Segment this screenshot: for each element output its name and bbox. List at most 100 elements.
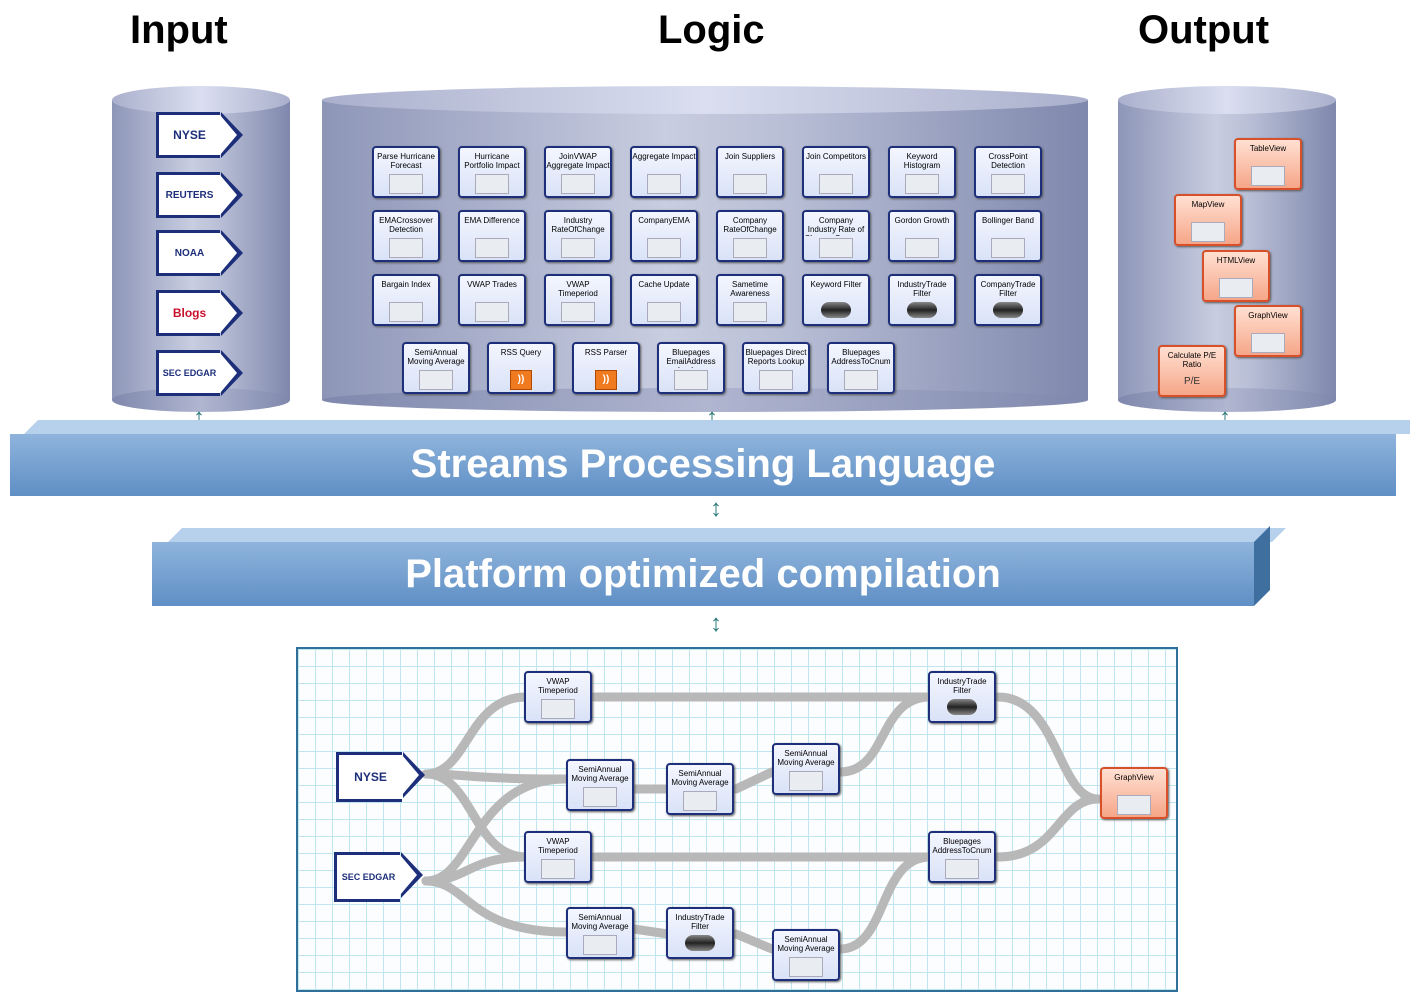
operator-label: CrossPoint Detection xyxy=(988,152,1028,170)
chart-thumbnail-icon xyxy=(389,302,423,322)
logic-operator-companyema[interactable]: CompanyEMA xyxy=(630,210,698,262)
flow-node-semiannual-ma-4[interactable]: SemiAnnual Moving Average xyxy=(566,907,634,959)
compile-band-side xyxy=(1254,526,1270,606)
chart-thumbnail-icon xyxy=(733,238,767,258)
source-sec-edgar[interactable]: SEC EDGAR xyxy=(156,350,243,396)
logic-operator-aggregate-impact[interactable]: Aggregate Impact xyxy=(630,146,698,198)
operator-label: RSS Parser xyxy=(584,348,628,357)
logic-operator-rss-query[interactable]: RSS Query)) xyxy=(487,342,555,394)
double-arrow-icon: ↕ xyxy=(710,495,722,522)
chart-thumbnail-icon xyxy=(789,957,823,977)
operator-label: Cache Update xyxy=(638,280,690,289)
flow-node-industrytrade-filter-2[interactable]: IndustryTrade Filter xyxy=(666,907,734,959)
logic-operator-keyword-histogram[interactable]: Keyword Histogram xyxy=(888,146,956,198)
chart-thumbnail-icon xyxy=(475,302,509,322)
map-thumbnail-icon xyxy=(1191,222,1225,242)
flow-node-semiannual-ma-1[interactable]: SemiAnnual Moving Average xyxy=(566,759,634,811)
operator-label: Sametime Awareness xyxy=(730,280,770,298)
table-thumbnail-icon xyxy=(1251,166,1285,186)
operator-label: Aggregate Impact xyxy=(632,152,696,161)
operator-label: Bluepages Direct Reports Lookup xyxy=(745,348,807,366)
logic-operator-vwap-trades[interactable]: VWAP Trades xyxy=(458,274,526,326)
chart-thumbnail-icon xyxy=(1251,333,1285,353)
logic-operator-join-suppliers[interactable]: Join Suppliers xyxy=(716,146,784,198)
logic-operator-gordon-growth[interactable]: Gordon Growth xyxy=(888,210,956,262)
chart-thumbnail-icon xyxy=(733,302,767,322)
flow-node-graphview[interactable]: GraphView xyxy=(1100,767,1168,819)
chart-thumbnail-icon xyxy=(647,238,681,258)
chart-thumbnail-icon xyxy=(789,771,823,791)
chart-thumbnail-icon xyxy=(844,370,878,390)
flow-node-semiannual-ma-5[interactable]: SemiAnnual Moving Average xyxy=(772,929,840,981)
filter-icon xyxy=(685,935,715,951)
flow-node-vwap-timeperiod-2[interactable]: VWAP Timeperiod xyxy=(524,831,592,883)
source-reuters[interactable]: REUTERS xyxy=(156,172,243,218)
chart-thumbnail-icon xyxy=(819,174,853,194)
flow-node-industrytrade-filter-1[interactable]: IndustryTrade Filter xyxy=(928,671,996,723)
logic-operator-bluepages-direct-reports-lookup[interactable]: Bluepages Direct Reports Lookup xyxy=(742,342,810,394)
formula-icon: P/E xyxy=(1183,376,1201,387)
chart-thumbnail-icon xyxy=(389,174,423,194)
logic-operator-sametime-awareness[interactable]: Sametime Awareness xyxy=(716,274,784,326)
flow-graph-panel: NYSE SEC EDGAR VWAP Timeperiod IndustryT… xyxy=(296,647,1178,992)
logic-operator-vwap-timeperiod[interactable]: VWAP Timeperiod xyxy=(544,274,612,326)
flow-node-semiannual-ma-3[interactable]: SemiAnnual Moving Average xyxy=(772,743,840,795)
output-htmlview[interactable]: HTMLView xyxy=(1202,250,1270,302)
logic-operator-ema-difference[interactable]: EMA Difference xyxy=(458,210,526,262)
chart-thumbnail-icon xyxy=(759,370,793,390)
chart-thumbnail-icon xyxy=(475,174,509,194)
logic-operator-companytrade-filter[interactable]: CompanyTrade Filter xyxy=(974,274,1042,326)
chart-thumbnail-icon xyxy=(561,238,595,258)
output-graphview[interactable]: GraphView xyxy=(1234,305,1302,357)
input-title: Input xyxy=(130,8,228,52)
logic-operator-hurricane-portfolio-impact[interactable]: Hurricane Portfolio Impact xyxy=(458,146,526,198)
chart-thumbnail-icon xyxy=(674,370,708,390)
operator-label: RSS Query xyxy=(500,348,542,357)
html-thumbnail-icon xyxy=(1219,278,1253,298)
input-cylinder: NYSE REUTERS NOAA Blogs SEC EDGAR xyxy=(112,86,290,412)
chart-thumbnail-icon xyxy=(583,935,617,955)
flow-node-bluepages-addresstocnum[interactable]: Bluepages AddressToCnum xyxy=(928,831,996,883)
logic-operator-keyword-filter[interactable]: Keyword Filter xyxy=(802,274,870,326)
chart-thumbnail-icon xyxy=(991,174,1025,194)
chart-thumbnail-icon xyxy=(647,302,681,322)
source-blogs[interactable]: Blogs xyxy=(156,290,243,336)
operator-label: CompanyEMA xyxy=(638,216,690,225)
chart-thumbnail-icon xyxy=(819,238,853,258)
flow-source-sec-edgar[interactable]: SEC EDGAR xyxy=(334,852,423,902)
logic-operator-bluepages-emailaddress-lookup[interactable]: Bluepages EmailAddress Lookup xyxy=(657,342,725,394)
flow-source-nyse[interactable]: NYSE xyxy=(336,752,425,802)
output-mapview[interactable]: MapView xyxy=(1174,194,1242,246)
operator-label: EMACrossover Detection xyxy=(379,216,433,234)
source-nyse[interactable]: NYSE xyxy=(156,112,243,158)
logic-operator-industry-rateofchange[interactable]: Industry RateOfChange xyxy=(544,210,612,262)
logic-operator-crosspoint-detection[interactable]: CrossPoint Detection xyxy=(974,146,1042,198)
logic-operator-bluepages-addresstocnum[interactable]: Bluepages AddressToCnum xyxy=(827,342,895,394)
logic-operator-semiannual-moving-average[interactable]: SemiAnnual Moving Average xyxy=(402,342,470,394)
logic-operator-emacrossover-detection[interactable]: EMACrossover Detection xyxy=(372,210,440,262)
logic-operator-company-rateofchange[interactable]: Company RateOfChange xyxy=(716,210,784,262)
flow-node-vwap-timeperiod-1[interactable]: VWAP Timeperiod xyxy=(524,671,592,723)
operator-label: Hurricane Portfolio Impact xyxy=(464,152,520,170)
output-tableview[interactable]: TableView xyxy=(1234,138,1302,190)
filter-icon xyxy=(947,699,977,715)
operator-label: Company Industry Rate of Change Compare xyxy=(804,216,867,236)
flow-node-semiannual-ma-2[interactable]: SemiAnnual Moving Average xyxy=(666,763,734,815)
logic-operator-bollinger-band[interactable]: Bollinger Band xyxy=(974,210,1042,262)
source-noaa[interactable]: NOAA xyxy=(156,230,243,276)
chart-thumbnail-icon xyxy=(541,859,575,879)
operator-label: Bluepages AddressToCnum xyxy=(831,348,891,366)
operator-label: JoinVWAP Aggregate Impact xyxy=(546,152,610,170)
logic-operator-company-industry-rate-of-change-compare[interactable]: Company Industry Rate of Change Compare xyxy=(802,210,870,262)
logic-operator-cache-update[interactable]: Cache Update xyxy=(630,274,698,326)
spl-band-label: Streams Processing Language xyxy=(410,442,996,486)
double-arrow-icon: ↕ xyxy=(710,610,722,637)
logic-operator-industrytrade-filter[interactable]: IndustryTrade Filter xyxy=(888,274,956,326)
logic-operator-join-competitors[interactable]: Join Competitors xyxy=(802,146,870,198)
logic-operator-parse-hurricane-forecast[interactable]: Parse Hurricane Forecast xyxy=(372,146,440,198)
logic-operator-joinvwap-aggregate-impact[interactable]: JoinVWAP Aggregate Impact xyxy=(544,146,612,198)
logic-operator-rss-parser[interactable]: RSS Parser)) xyxy=(572,342,640,394)
chart-thumbnail-icon xyxy=(647,174,681,194)
logic-operator-bargain-index[interactable]: Bargain Index xyxy=(372,274,440,326)
